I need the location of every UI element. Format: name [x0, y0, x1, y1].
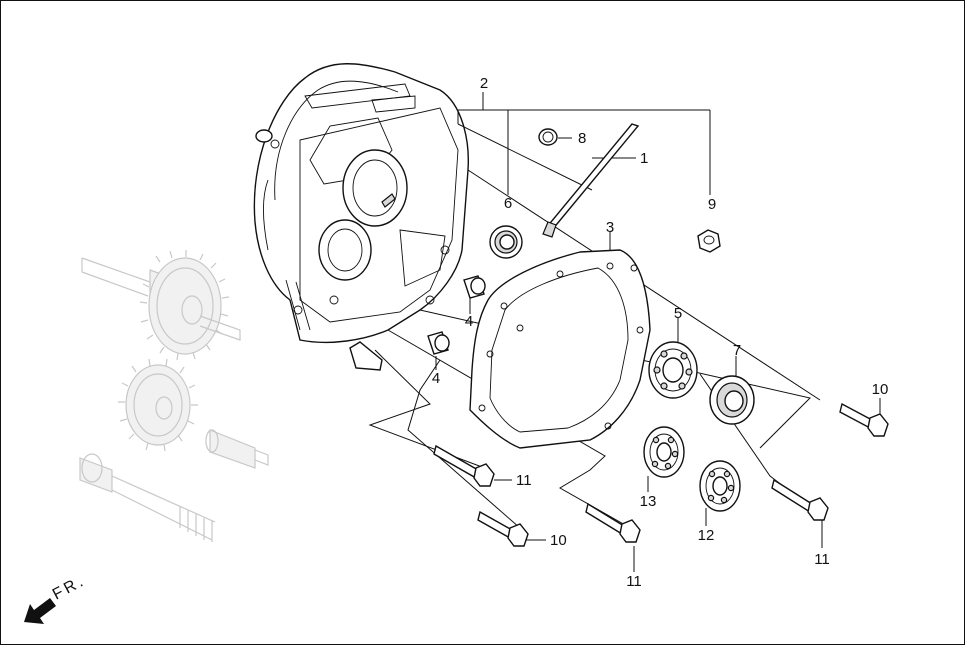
leader-lines: [368, 92, 881, 572]
part-5-bearing: [648, 341, 698, 399]
part-8-o-ring: [538, 128, 558, 146]
callout-1: 1: [640, 150, 648, 167]
part-11-bolt-left: [433, 444, 495, 487]
callout-labels: 2 8 1 6 9 3 4 5 7 4 10 11 13 12 10 11 11: [432, 75, 889, 590]
callout-8: 8: [578, 130, 586, 147]
callout-6: 6: [504, 195, 512, 212]
callout-11-left: 11: [516, 472, 532, 489]
ghost-gear-shafts: [79, 250, 269, 542]
callout-9: 9: [708, 196, 716, 213]
callout-7: 7: [733, 342, 741, 359]
part-11-bolt-mid: [585, 502, 641, 543]
part-6-oil-seal: [489, 225, 523, 259]
part-12-bearing: [699, 460, 741, 512]
arrow-icon: [24, 598, 56, 624]
part-1-rod: [542, 123, 640, 238]
front-direction-arrow: FR.: [24, 572, 89, 624]
callout-10-left: 10: [550, 532, 567, 549]
callout-10-right: 10: [872, 381, 889, 398]
callout-3: 3: [606, 219, 614, 236]
part-10-bolt-right: [839, 402, 889, 437]
callout-13: 13: [640, 493, 657, 510]
callout-4-lower: 4: [432, 370, 440, 387]
part-7-oil-seal: [709, 375, 755, 425]
callout-2: 2: [480, 75, 488, 92]
transmission-cover: [253, 63, 469, 371]
callout-12: 12: [698, 527, 715, 544]
callout-11-right: 11: [814, 551, 830, 568]
part-13-bearing: [643, 426, 685, 478]
front-label: FR.: [50, 572, 89, 603]
part-4-dowel-upper: [463, 275, 486, 299]
callout-11-mid: 11: [626, 573, 642, 590]
part-11-bolt-right: [771, 478, 829, 521]
part-10-bolt-left: [477, 510, 529, 547]
callout-5: 5: [674, 305, 682, 322]
callout-4-upper: 4: [465, 313, 473, 330]
part-3-gasket: [469, 249, 651, 449]
part-4-dowel-lower: [427, 331, 450, 355]
part-9-nut: [697, 229, 721, 253]
